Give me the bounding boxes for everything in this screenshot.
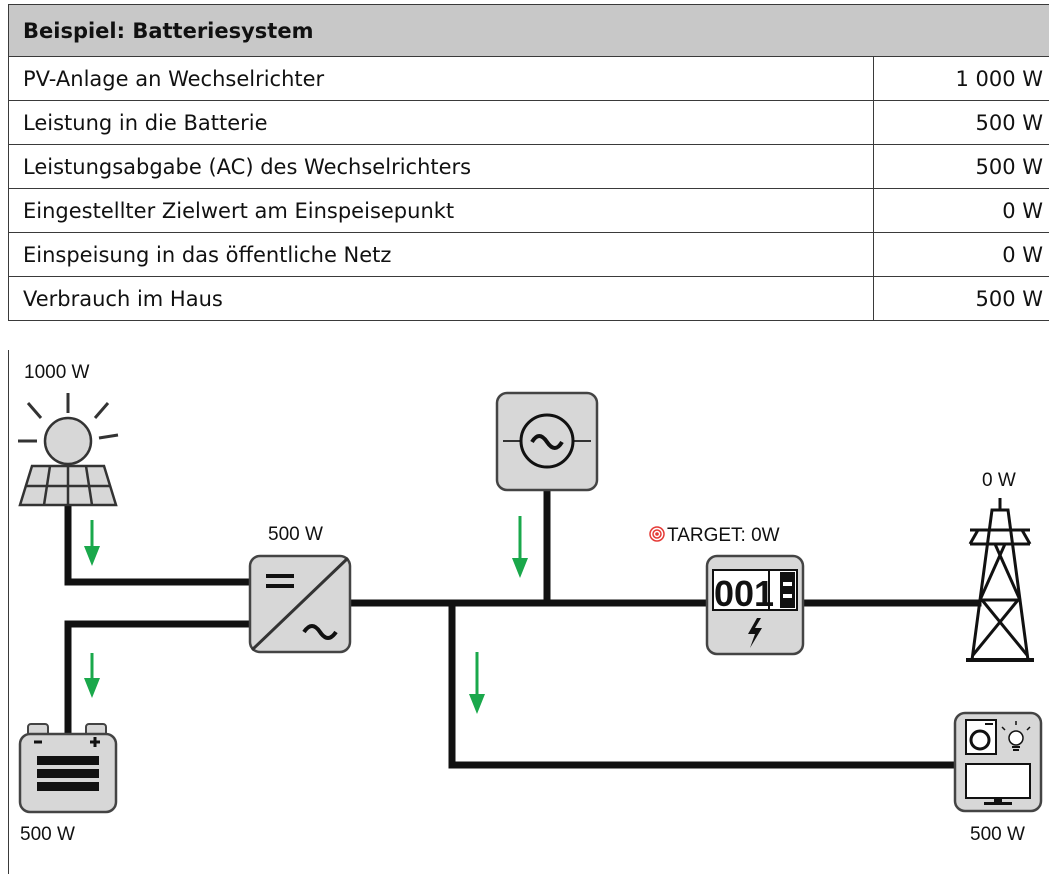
row-value: 500 W (874, 145, 1049, 189)
consumer-power-label: 500 W (970, 824, 1025, 845)
row-label: Eingestellter Zielwert am Einspeisepunkt (9, 189, 874, 233)
row-value: 500 W (874, 277, 1049, 321)
row-label: Einspeisung in das öffentliche Netz (9, 233, 874, 277)
arrow-down-icon (512, 516, 528, 578)
sun-icon (18, 393, 118, 464)
pv-to-inverter-line (68, 505, 250, 582)
pv-power-label: 1000 W (24, 362, 90, 383)
arrow-down-icon (469, 652, 485, 714)
table-row: Verbrauch im Haus 500 W (9, 277, 1049, 321)
meter-target-label: TARGET: 0W (667, 525, 780, 546)
row-value: 500 W (874, 101, 1049, 145)
table-title: Beispiel: Batteriesystem (9, 5, 1049, 57)
frame-left-border (8, 350, 9, 874)
row-label: Leistungsabgabe (AC) des Wechselrichters (9, 145, 874, 189)
target-icon (650, 527, 664, 541)
household-appliances-icon (955, 713, 1041, 811)
row-value: 0 W (874, 233, 1049, 277)
grid-power-label: 0 W (982, 470, 1016, 491)
row-label: PV-Anlage an Wechselrichter (9, 57, 874, 101)
consumer-line (452, 603, 955, 765)
meter-rolling-digit (780, 572, 795, 608)
arrow-down-icon (84, 520, 100, 566)
table-header-row: Beispiel: Batteriesystem (9, 5, 1049, 57)
data-table-container: Beispiel: Batteriesystem PV-Anlage an We… (8, 4, 1049, 321)
table-row: Leistung in die Batterie 500 W (9, 101, 1049, 145)
connection-lines (68, 490, 978, 765)
power-tower-icon (966, 498, 1034, 660)
battery-power-label: 500 W (20, 824, 75, 845)
row-value: 0 W (874, 189, 1049, 233)
inverter-icon (250, 556, 350, 652)
meter-icon: 001 (707, 556, 803, 654)
table-row: Leistungsabgabe (AC) des Wechselrichters… (9, 145, 1049, 189)
battery-icon (20, 724, 116, 812)
example-table: Beispiel: Batteriesystem PV-Anlage an We… (8, 4, 1049, 321)
table-row: Einspeisung in das öffentliche Netz 0 W (9, 233, 1049, 277)
ac-source-icon (497, 393, 597, 490)
battery-to-inverter-line (68, 624, 250, 732)
inverter-power-label: 500 W (268, 524, 323, 545)
table-row: PV-Anlage an Wechselrichter 1 000 W (9, 57, 1049, 101)
row-label: Verbrauch im Haus (9, 277, 874, 321)
row-value: 1 000 W (874, 57, 1049, 101)
table-row: Eingestellter Zielwert am Einspeisepunkt… (9, 189, 1049, 233)
row-label: Leistung in die Batterie (9, 101, 874, 145)
arrow-down-icon (84, 653, 100, 698)
solar-panel-icon (20, 466, 116, 505)
lightning-icon (748, 618, 762, 648)
meter-digits: 001 (714, 573, 774, 614)
